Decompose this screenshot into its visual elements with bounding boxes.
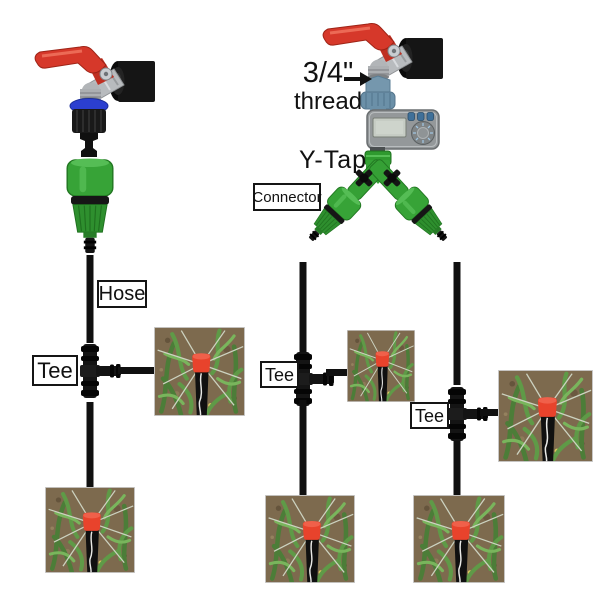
garden-tap-icon	[33, 45, 157, 105]
hose-line	[86, 402, 94, 487]
dripper-photo	[498, 370, 593, 462]
right-arrow-icon	[344, 72, 372, 86]
dripper-photo	[347, 330, 415, 402]
y-splitter-icon	[347, 150, 409, 201]
valve-knob-icon	[355, 169, 373, 187]
thread-size-value: 3/4"	[302, 57, 354, 89]
branch-line	[118, 367, 155, 374]
tee-label-3: Tee	[410, 402, 449, 429]
dripper-photo	[154, 327, 245, 416]
hose-label: Hose	[97, 280, 147, 308]
thread-size-label: 3/4" thread	[294, 58, 362, 115]
dripper-photo	[265, 495, 355, 583]
y-tap-label: Y-Tap	[299, 146, 368, 174]
timer-buttons	[407, 112, 434, 121]
tee-label-1: Tee	[32, 355, 78, 386]
hose-line	[299, 400, 307, 495]
quick-connector-icon	[66, 157, 114, 254]
dripper-photo	[413, 495, 505, 583]
branch-line	[326, 369, 347, 376]
dripper-photo	[45, 487, 135, 573]
thread-adapter-icon	[360, 75, 396, 112]
branch-line	[480, 409, 498, 416]
right-tap-assembly	[299, 22, 457, 250]
connector-label: Connector	[252, 183, 322, 211]
tee-fitting-1	[80, 344, 121, 398]
hose-line	[86, 255, 94, 343]
hose-line	[453, 441, 461, 495]
valve-knob-icon	[383, 169, 401, 187]
tee-fitting-2	[293, 352, 334, 406]
hose-line	[453, 262, 461, 385]
tap-adapter-black	[72, 109, 106, 157]
water-timer-icon	[366, 109, 440, 153]
thread-word: thread	[294, 88, 363, 116]
tee-label-2: Tee	[260, 361, 299, 388]
left-tap-assembly	[33, 45, 157, 254]
timer-dial	[411, 121, 435, 145]
hose-line	[299, 262, 307, 352]
